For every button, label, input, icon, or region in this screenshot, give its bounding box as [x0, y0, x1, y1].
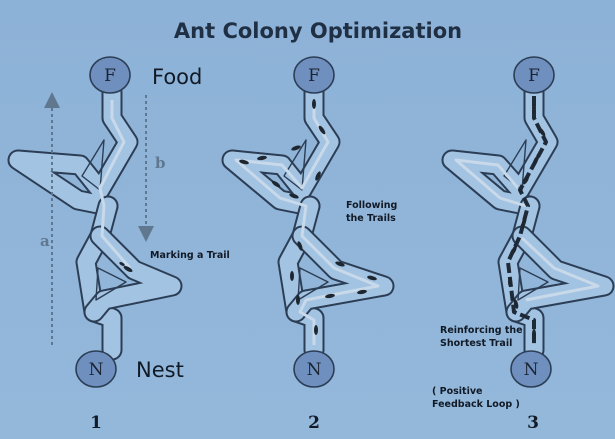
nest-node-label: N: [89, 360, 104, 380]
feedback-annotation-line1: ( Positive: [432, 386, 482, 397]
nest-node-label: N: [524, 360, 539, 380]
nest-label: Nest: [136, 358, 184, 382]
food-label: Food: [152, 65, 202, 89]
ant: [296, 295, 300, 305]
panel-number-2: 2: [308, 413, 320, 433]
food-node-label: F: [528, 66, 540, 86]
ant: [290, 271, 294, 281]
reinforcing-annotation-line1: Reinforcing the: [440, 325, 523, 336]
path-b-label: b: [155, 154, 166, 172]
marking-trail-annotation: Marking a Trail: [150, 250, 230, 261]
following-annotation-line1: Following: [346, 200, 397, 211]
panel-1: a b F N Food Nest Marking a Trail 1: [18, 57, 230, 433]
ant: [532, 103, 536, 113]
up-arrow-icon: [44, 92, 60, 108]
down-arrow-icon: [138, 226, 154, 242]
following-annotation-line2: the Trails: [346, 213, 396, 224]
food-node-label: F: [308, 66, 320, 86]
path-a-label: a: [40, 232, 50, 250]
ant: [508, 277, 512, 287]
ant: [532, 329, 536, 339]
diagram-title: Ant Colony Optimization: [174, 19, 462, 43]
panel-3: F N Reinforcing the Shortest Trail ( Pos…: [432, 57, 604, 433]
panel-number-1: 1: [90, 413, 102, 433]
panel-2: F N Following the Trails 2: [232, 57, 397, 433]
feedback-annotation-line2: Feedback Loop ): [432, 399, 520, 410]
ant: [312, 99, 316, 109]
reinforcing-annotation-line2: Shortest Trail: [440, 338, 512, 349]
panel-number-3: 3: [527, 413, 539, 433]
ant: [314, 325, 318, 335]
nest-node-label: N: [307, 360, 322, 380]
food-node-label: F: [104, 66, 116, 86]
